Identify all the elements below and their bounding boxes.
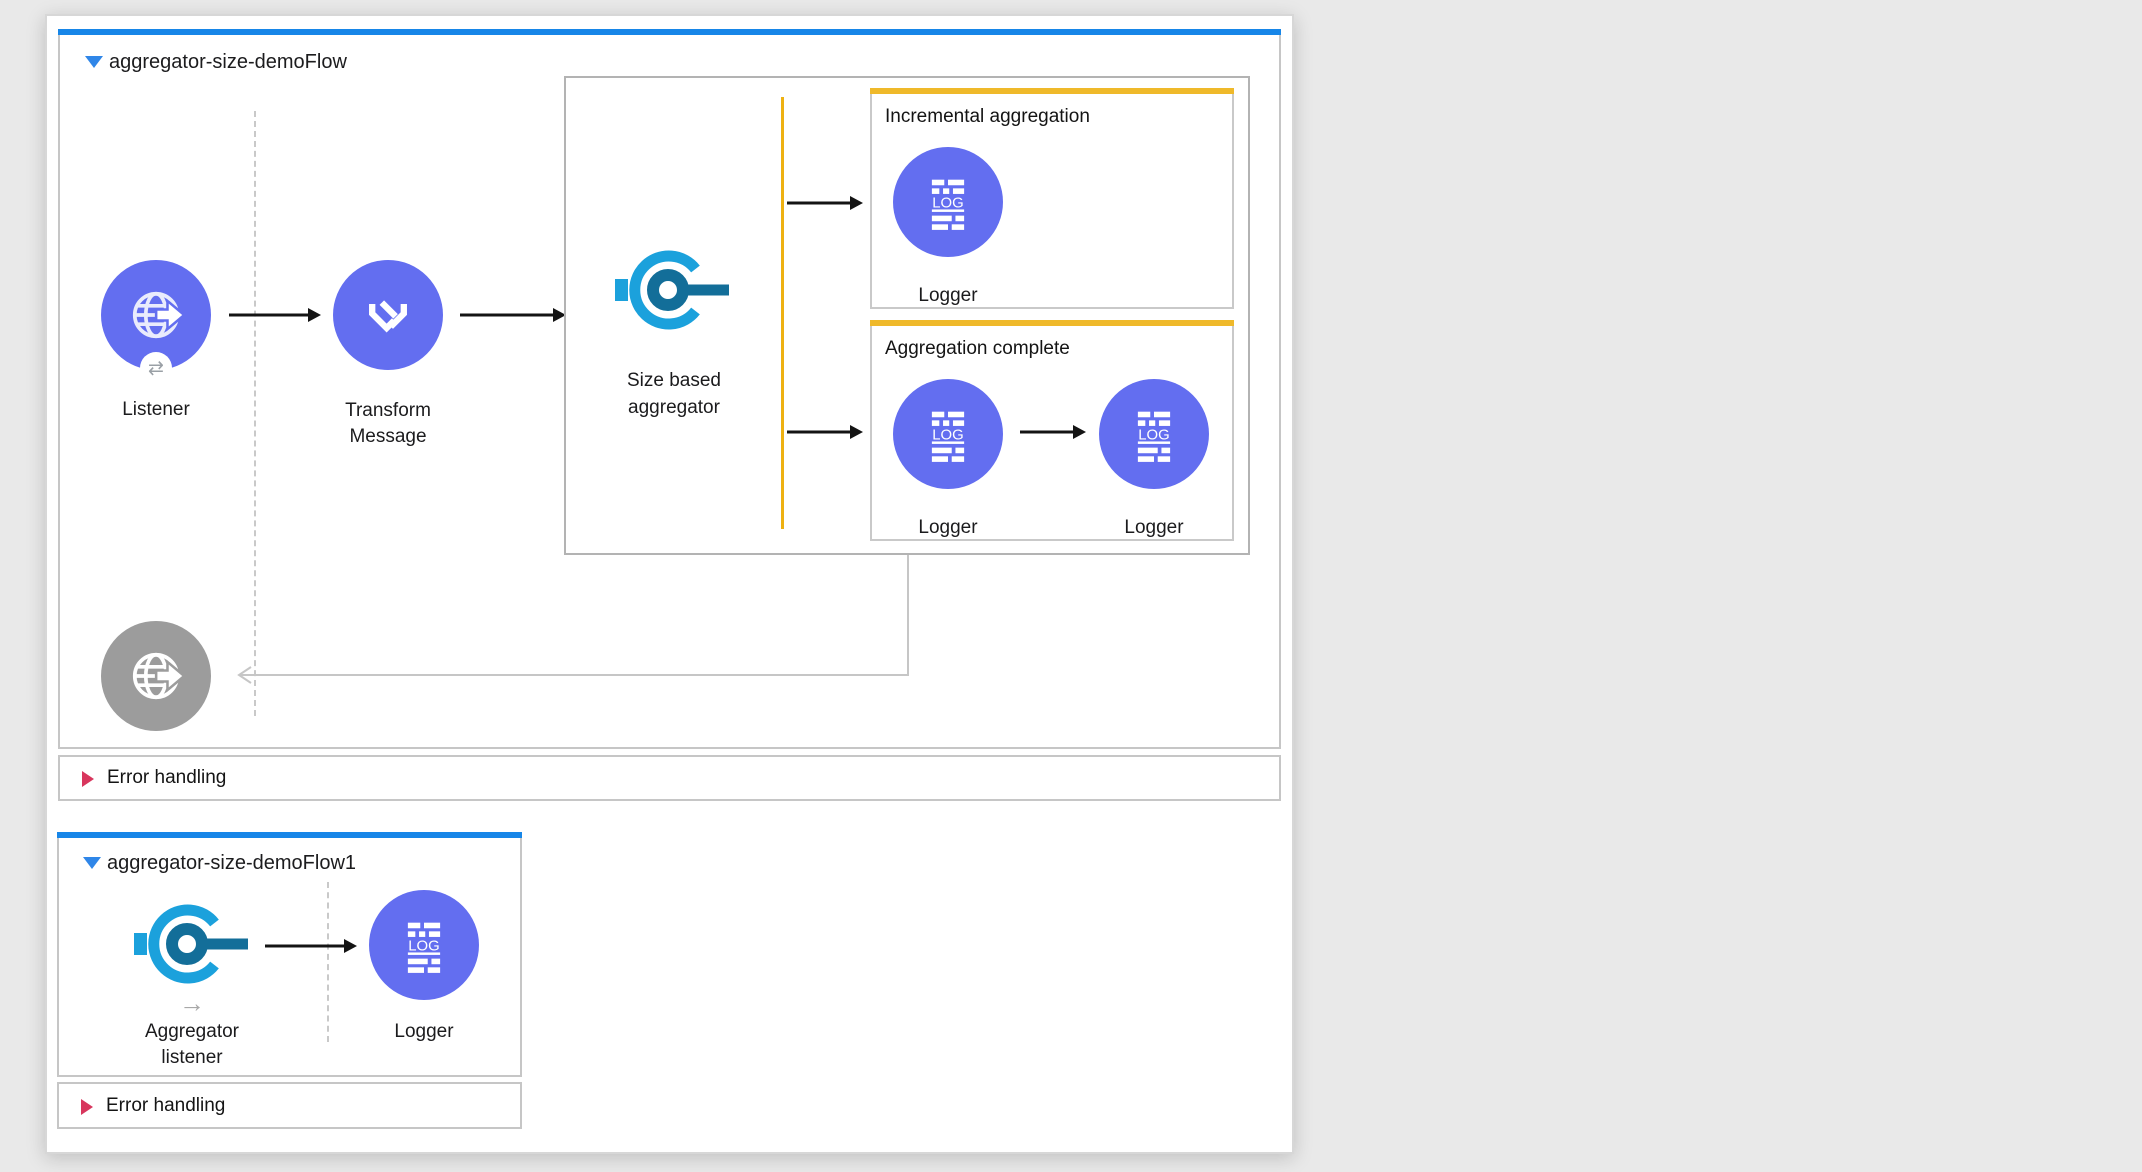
arrow-right-icon: →: [179, 988, 205, 1018]
log-icon: LOG: [931, 179, 965, 230]
error-handling-label: Error handling: [106, 1094, 226, 1116]
drop-target-guide: [327, 882, 329, 1042]
listener-node-label: Listener: [122, 399, 190, 420]
flow-connector-arrow: [1020, 423, 1086, 441]
error-handling-bar[interactable]: Error handling: [57, 1082, 522, 1129]
logger-node[interactable]: LOG: [893, 147, 1003, 257]
aggregator-listener-node[interactable]: [134, 897, 250, 991]
globe-arrow-gray-icon: [132, 652, 185, 700]
collapse-triangle-icon[interactable]: [85, 56, 103, 68]
route-connector-arrow: [787, 194, 863, 212]
error-triangle-icon[interactable]: [82, 771, 94, 787]
transform-message-label-2: Message: [349, 426, 427, 447]
flow-title: aggregator-size-demoFlow1: [107, 852, 357, 874]
logger-node-label: Logger: [1124, 517, 1184, 538]
log-icon: LOG: [931, 411, 965, 462]
listener-node[interactable]: [101, 260, 211, 370]
transform-message-label: Transform: [345, 400, 431, 421]
route-title: Incremental aggregation: [885, 106, 1090, 127]
route-accent-bar: [870, 320, 1234, 326]
size-based-aggregator-node[interactable]: [615, 243, 731, 337]
svg-text:LOG: LOG: [408, 939, 439, 955]
globe-arrow-icon: [132, 291, 185, 339]
flow-accent-bar: [58, 29, 1281, 35]
logger-node-label: Logger: [918, 285, 978, 306]
route-title: Aggregation complete: [885, 338, 1070, 359]
sync-icon: ⇄: [148, 357, 164, 379]
listener-sync-badge: ⇄: [140, 352, 172, 384]
flow-connector-arrow: [460, 306, 566, 324]
dataweave-icon: [369, 300, 407, 333]
aggregator-listener-label: Aggregator: [144, 1021, 239, 1042]
logger-node-label: Logger: [394, 1021, 454, 1042]
route-accent-bar: [870, 88, 1234, 94]
scope-route-divider: [781, 97, 784, 529]
incremental-aggregation-route[interactable]: Incremental aggregation: [870, 88, 1234, 309]
route-connector-arrow: [787, 423, 863, 441]
size-aggregator-label: Size based: [626, 370, 721, 391]
logger-node[interactable]: LOG: [1099, 379, 1209, 489]
log-icon: LOG: [1137, 411, 1171, 462]
error-handling-label: Error handling: [107, 767, 227, 788]
transform-message-node[interactable]: [333, 260, 443, 370]
response-connector: [225, 547, 917, 694]
flow-connector-arrow: [265, 937, 357, 955]
error-triangle-icon[interactable]: [81, 1099, 93, 1115]
svg-text:LOG: LOG: [932, 196, 963, 212]
log-icon: LOG: [407, 922, 441, 973]
listener-response-node[interactable]: [101, 621, 211, 731]
aggregator-listener-label-2: listener: [161, 1047, 223, 1068]
drop-target-guide: [254, 111, 256, 716]
flow-connector-arrow: [229, 306, 321, 324]
svg-text:LOG: LOG: [932, 428, 963, 444]
collapse-triangle-icon[interactable]: [83, 857, 101, 869]
size-aggregator-label-2: aggregator: [628, 397, 720, 418]
error-handling-bar[interactable]: Error handling: [58, 755, 1281, 801]
aggregator-icon: [134, 904, 248, 984]
logger-node-label: Logger: [918, 517, 978, 538]
logger-node[interactable]: LOG: [369, 890, 479, 1000]
svg-text:LOG: LOG: [1138, 428, 1169, 444]
flow-designer-canvas[interactable]: aggregator-size-demoFlow ⇄ Listener: [45, 14, 1294, 1154]
logger-node[interactable]: LOG: [893, 379, 1003, 489]
aggregator-icon: [615, 250, 729, 330]
flow-title: aggregator-size-demoFlow: [109, 51, 347, 73]
flow-accent-bar: [57, 832, 522, 838]
